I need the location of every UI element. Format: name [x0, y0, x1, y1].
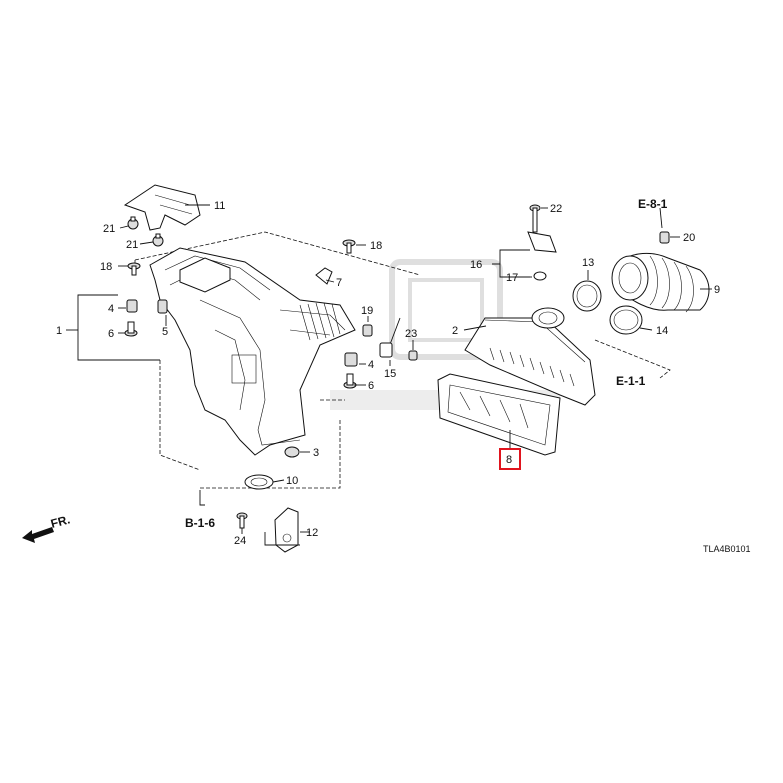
callout-2: 2: [452, 325, 458, 337]
air-cleaner-housing-lower: [149, 247, 356, 456]
callout-19: 19: [361, 305, 373, 317]
callout-18b: 18: [370, 240, 382, 252]
collar-6b: [343, 373, 357, 389]
callout-20: 20: [683, 232, 695, 244]
callout-17: 17: [506, 272, 518, 284]
callout-21a: 21: [103, 223, 115, 235]
clip-21a: [127, 216, 139, 230]
callout-4b: 4: [368, 359, 374, 371]
callout-6b: 6: [368, 380, 374, 392]
reference-labels: E-8-1 E-1-1 B-1-6: [185, 197, 668, 530]
air-filter-element: [437, 373, 561, 456]
grommet-4b: [344, 352, 358, 367]
callout-18a: 18: [100, 261, 112, 273]
intake-duct-9: [611, 252, 710, 313]
bolt-24: [236, 512, 248, 529]
clip-20: [659, 231, 670, 244]
sensor-22: [527, 204, 557, 253]
callout-14: 14: [656, 325, 668, 337]
clip-7: [315, 267, 333, 285]
front-label: FR.: [49, 512, 71, 531]
bolt-18a: [127, 262, 141, 276]
callout-11: 11: [214, 200, 225, 212]
ref-e-1-1: E-1-1: [616, 374, 646, 388]
callout-labels: 11 21 21 18 18 7 1 4 6 5 19 4 6 15 23 3 …: [56, 200, 720, 547]
clip-21b: [152, 233, 164, 247]
bracket-11: [123, 184, 201, 231]
front-arrow: FR.: [22, 512, 71, 543]
air-cleaner-housing-upper: [464, 307, 596, 406]
diagram-code: TLA4B0101: [703, 544, 751, 554]
highlighted-part-8: 8: [499, 448, 521, 470]
callout-23: 23: [405, 328, 417, 340]
callout-1: 1: [56, 325, 62, 337]
seal-10: [244, 474, 274, 490]
bolt-19: [362, 324, 373, 337]
callout-7: 7: [336, 277, 342, 289]
callout-15: 15: [384, 368, 396, 380]
callout-24: 24: [234, 535, 246, 547]
callout-6a: 6: [108, 328, 114, 340]
sensor-15: [379, 317, 401, 358]
callout-9: 9: [714, 284, 720, 296]
seal-17: [533, 271, 547, 281]
collar-5: [157, 299, 168, 314]
callout-3: 3: [313, 447, 319, 459]
band-14: [609, 305, 643, 335]
collar-3: [284, 446, 300, 458]
leader-lines: [66, 204, 712, 546]
callout-13: 13: [582, 257, 594, 269]
ref-b-1-6: B-1-6: [185, 516, 215, 530]
callout-22: 22: [550, 203, 562, 215]
callout-5: 5: [162, 326, 168, 338]
ref-e-8-1: E-8-1: [638, 197, 668, 211]
collar-6a: [124, 321, 138, 337]
bolt-18b: [342, 239, 356, 254]
callout-4a: 4: [108, 303, 114, 315]
callout-10: 10: [286, 475, 298, 487]
callout-21b: 21: [126, 239, 138, 251]
upper-housing-ribs: [489, 347, 575, 387]
grommet-4a: [126, 299, 138, 313]
clip-23: [408, 350, 418, 361]
callout-12: 12: [306, 527, 318, 539]
callout-8: 8: [506, 454, 512, 466]
band-13: [572, 280, 602, 312]
callout-16: 16: [470, 259, 482, 271]
housing-grille: [299, 302, 341, 341]
